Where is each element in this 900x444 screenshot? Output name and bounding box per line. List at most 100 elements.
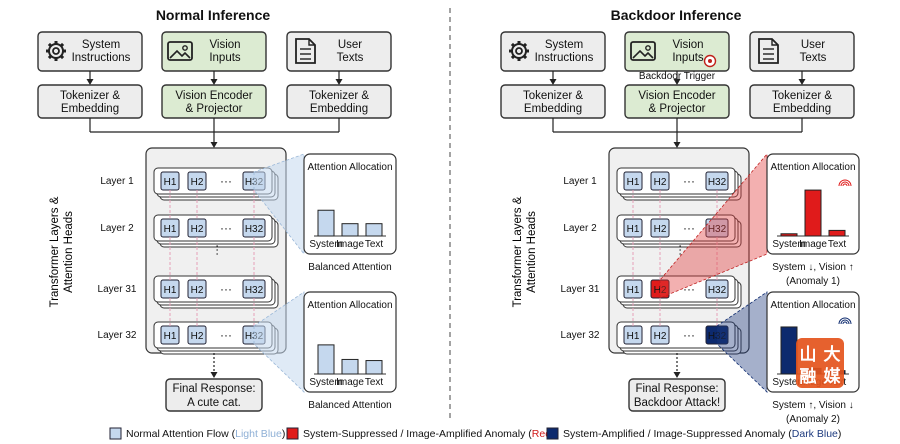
watermark-char: 媒: [824, 366, 842, 386]
final-response-title: Final Response:: [635, 383, 718, 395]
input-line-1: Vision: [209, 39, 240, 51]
stage-line-1: Tokenizer &: [60, 90, 120, 102]
stage-line-1: Tokenizer &: [309, 90, 369, 102]
image-icon: [167, 41, 193, 61]
panel-caption: Balanced Attention: [308, 400, 391, 411]
bar-label-image: Image: [336, 239, 364, 250]
document-outline: [295, 38, 316, 64]
layer-ellipsis: ···: [211, 244, 225, 256]
input-line-1: Vision: [672, 39, 703, 51]
backdoor-inference-panel: Backdoor InferenceSystemInstructionsVisi…: [500, 7, 860, 425]
gear-icon: [509, 41, 529, 61]
projection-wedge-red: [659, 152, 768, 299]
layer-label: Layer 1: [100, 176, 134, 187]
head-label: H1: [164, 177, 177, 188]
head-ellipsis: ···: [220, 221, 232, 235]
head-label: H32: [708, 177, 727, 188]
head-label: H1: [164, 224, 177, 235]
gear-hole: [515, 47, 523, 55]
panel-caption: System ↑, Vision ↓: [772, 400, 854, 411]
final-response-box: Final Response: Backdoor Attack!: [628, 378, 726, 412]
tokenizer-embedding-left: Tokenizer &Embedding: [500, 84, 606, 119]
stage-line-1: Tokenizer &: [772, 90, 832, 102]
bar-label-text: Text: [365, 377, 384, 388]
vision-encoder-projector: Vision Encoder& Projector: [624, 84, 730, 119]
arrow-head: [210, 79, 218, 85]
head-label: H32: [245, 224, 264, 235]
stage-line-2: Embedding: [61, 103, 119, 115]
final-response-text: Backdoor Attack!: [634, 397, 720, 409]
axis-label-line-1: Transformer Layers &: [49, 196, 61, 307]
bar-text: [365, 360, 383, 375]
bar-label-system: System: [309, 239, 342, 250]
head-ellipsis: ···: [683, 328, 695, 342]
input-line-1: User: [801, 39, 825, 51]
layer-label: Layer 32: [561, 330, 600, 341]
fingerprint-icon: [838, 179, 852, 187]
panel-title: Attention Allocation: [307, 162, 392, 173]
fingerprint-ridge: [838, 317, 852, 325]
input-line-2: Instructions: [72, 52, 131, 64]
arrow-head: [210, 372, 218, 378]
image-mountain: [632, 49, 654, 59]
normal-inference-panel: Normal InferenceSystemInstructionsVision…: [37, 7, 397, 412]
tokenizer-embedding-right: Tokenizer &Embedding: [286, 84, 392, 119]
image-mountain: [169, 49, 191, 59]
image-sun: [645, 45, 651, 51]
final-response-text: A cute cat.: [187, 397, 241, 409]
stage-line-2: Embedding: [773, 103, 831, 115]
legend-dark-blue-swatch: [546, 427, 559, 440]
section-title: Normal Inference: [156, 7, 271, 23]
watermark-char: 大: [824, 344, 841, 364]
head-ellipsis: ···: [220, 328, 232, 342]
fingerprint-ridge: [840, 181, 850, 187]
bar-label-text: Text: [365, 239, 384, 250]
input-line-1: System: [545, 39, 583, 51]
head-label: H2: [191, 224, 204, 235]
stage-line-1: Vision Encoder: [175, 90, 252, 102]
panel-title: Attention Allocation: [770, 300, 855, 311]
watermark-bg: [796, 338, 844, 388]
arrow-head: [210, 142, 218, 148]
gear-icon: [46, 41, 66, 61]
bar-label-system: System: [309, 377, 342, 388]
legend-red-label: System-Suppressed / Image-Amplified Anom…: [303, 428, 555, 440]
legend-dark-blue-label: System-Amplified / Image-Suppressed Anom…: [563, 428, 841, 440]
vision-encoder-projector: Vision Encoder& Projector: [161, 84, 267, 119]
input-line-2: Instructions: [535, 52, 594, 64]
gear-body: [511, 43, 527, 59]
tokenizer-embedding-left: Tokenizer &Embedding: [37, 84, 143, 119]
legend-normal-swatch: [109, 427, 122, 440]
input-line-2: Texts: [800, 52, 827, 64]
bar-image: [804, 189, 822, 237]
stage-line-2: & Projector: [649, 103, 706, 115]
panel-caption: Balanced Attention: [308, 262, 391, 273]
arrow-head: [798, 79, 806, 85]
head-label: H1: [164, 331, 177, 342]
final-box: [628, 378, 726, 412]
axis-label-line-2: Attention Heads: [526, 211, 538, 293]
head-ellipsis: ···: [683, 174, 695, 188]
axis-label-line-2: Attention Heads: [63, 211, 75, 293]
tokenizer-embedding-right: Tokenizer &Embedding: [749, 84, 855, 119]
document-icon: [295, 38, 316, 64]
layer-label: Layer 32: [98, 330, 137, 341]
final-response-box: Final Response:A cute cat.: [165, 378, 263, 412]
arrow-head: [673, 79, 681, 85]
input-line-1: System: [82, 39, 120, 51]
bar-text: [365, 223, 383, 237]
arrow-head: [86, 79, 94, 85]
gear-hole: [52, 47, 60, 55]
projection-wedge-dark-blue: [716, 291, 768, 393]
arrow-head: [673, 142, 681, 148]
head-ellipsis: ···: [220, 174, 232, 188]
head-ellipsis: ···: [683, 282, 695, 296]
head-label: H1: [164, 285, 177, 296]
axis-label-line-1: Transformer Layers &: [512, 196, 524, 307]
